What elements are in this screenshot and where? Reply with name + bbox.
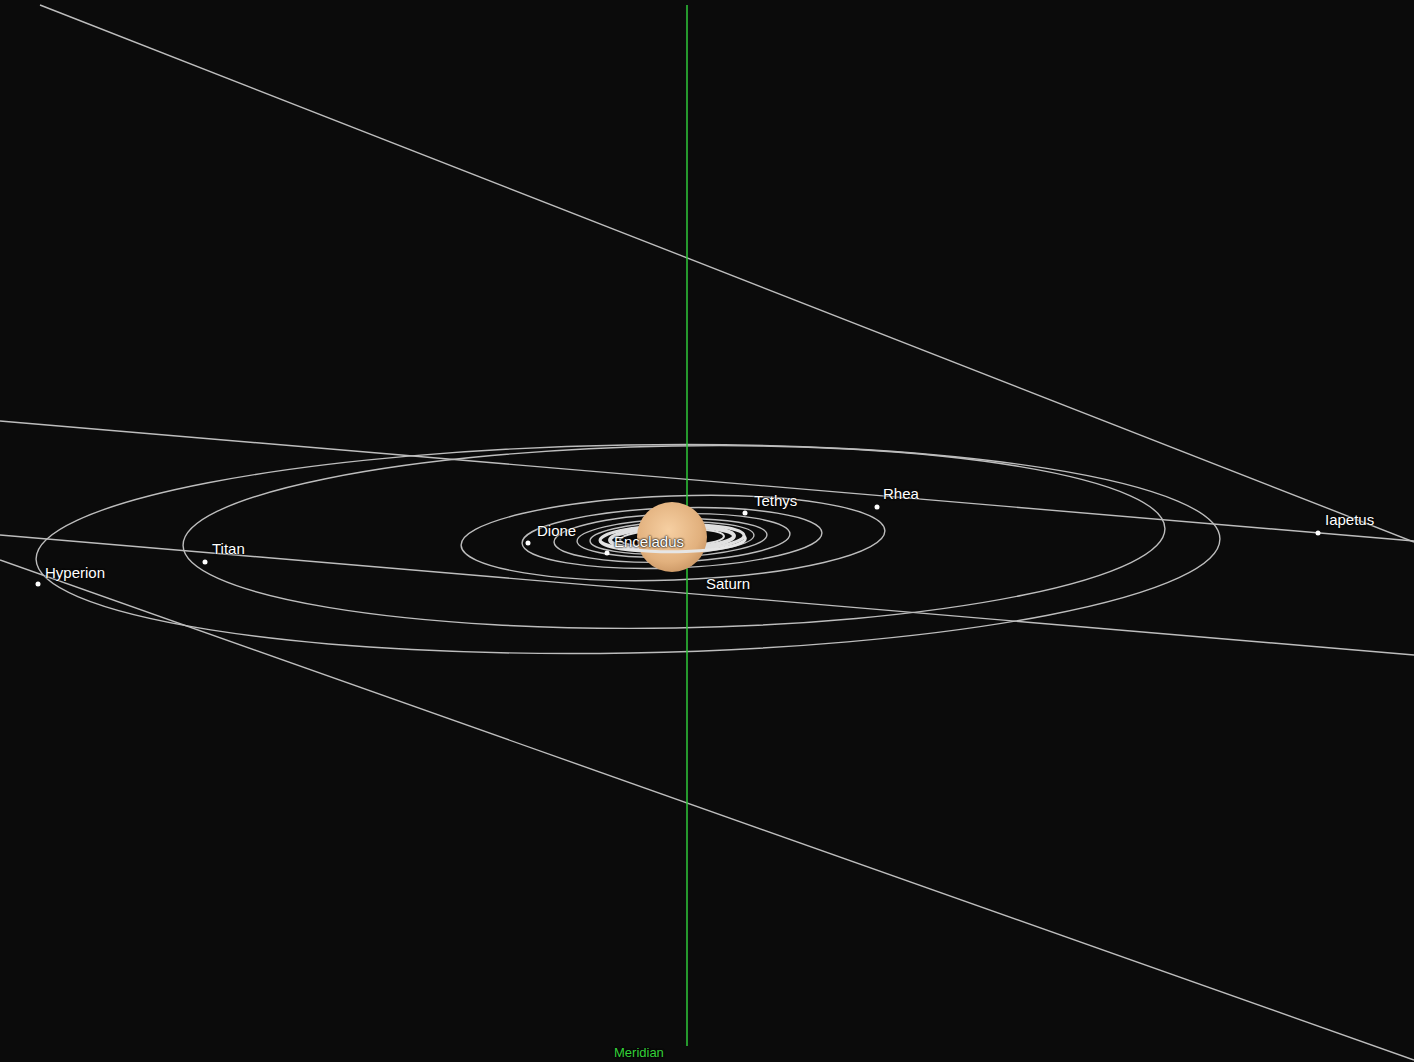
moon-label: Enceladus — [614, 534, 684, 549]
planet-label: Saturn — [706, 576, 750, 591]
moon-label: Dione — [537, 523, 576, 538]
titan-orbit — [181, 437, 1166, 636]
hyperion-orbit — [34, 435, 1221, 664]
moon-label: Titan — [212, 541, 245, 556]
moon-label: Rhea — [883, 486, 919, 501]
orbit-line — [0, 535, 1414, 655]
moon-label: Hyperion — [45, 565, 105, 580]
meridian-label: Meridian — [614, 1046, 664, 1059]
orbit-line — [0, 560, 1414, 1060]
dione-orbit — [521, 503, 823, 573]
orbit-line — [40, 5, 1414, 542]
moon-label: Tethys — [754, 493, 797, 508]
moon-label: Iapetus — [1325, 512, 1374, 527]
moon-dots — [36, 505, 1321, 587]
rhea-orbit — [460, 489, 887, 588]
orbit-line — [0, 421, 1414, 541]
